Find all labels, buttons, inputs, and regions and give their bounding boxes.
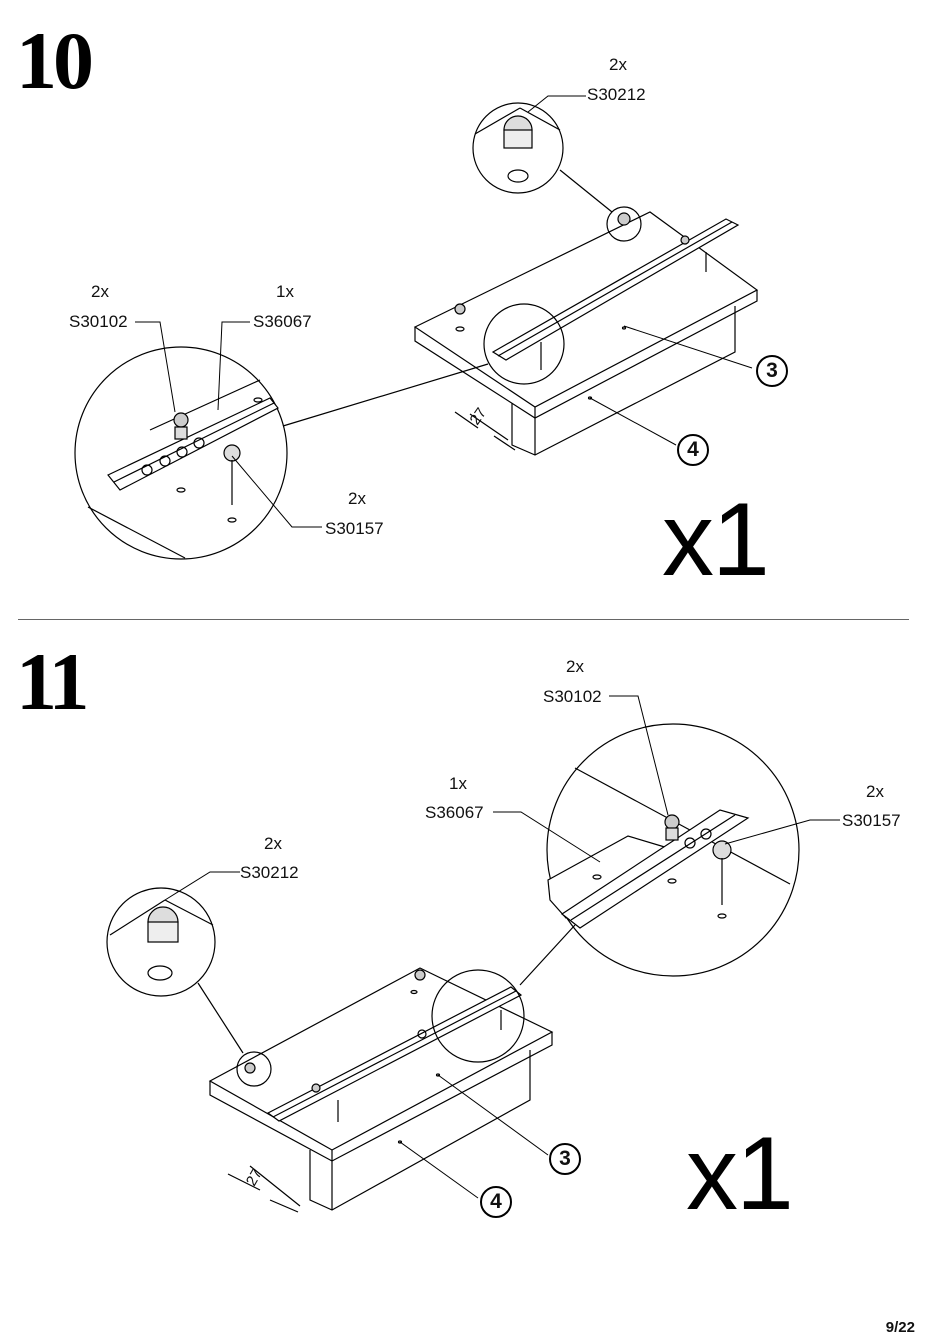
part-code: S30102 (543, 687, 602, 706)
callout-panel-3: 3 (549, 1143, 581, 1175)
callout-panel-4: 4 (677, 434, 709, 466)
part-count: 2x (866, 782, 884, 801)
part-code: S36067 (253, 312, 312, 331)
section-divider (18, 619, 909, 620)
part-code: S30157 (325, 519, 384, 538)
part-count: 2x (348, 489, 366, 508)
part-code: S30102 (69, 312, 128, 331)
step-number: 10 (16, 15, 94, 106)
part-count: 2x (566, 657, 584, 676)
step-number: 11 (16, 636, 90, 727)
quantity-label: x1 (686, 1116, 794, 1232)
part-count: 2x (91, 282, 109, 301)
part-code: S36067 (425, 803, 484, 822)
part-code: S30212 (240, 863, 299, 882)
part-count: 2x (264, 834, 282, 853)
quantity-label: x1 (662, 482, 770, 598)
part-count: 2x (609, 55, 627, 74)
part-code: S30157 (842, 811, 901, 830)
callout-panel-4: 4 (480, 1186, 512, 1218)
part-count: 1x (449, 774, 467, 793)
callout-panel-3: 3 (756, 355, 788, 387)
part-code: S30212 (587, 85, 646, 104)
step-10-illustration (74, 95, 759, 560)
page-number: 9/22 (885, 1319, 915, 1336)
part-count: 1x (276, 282, 294, 301)
